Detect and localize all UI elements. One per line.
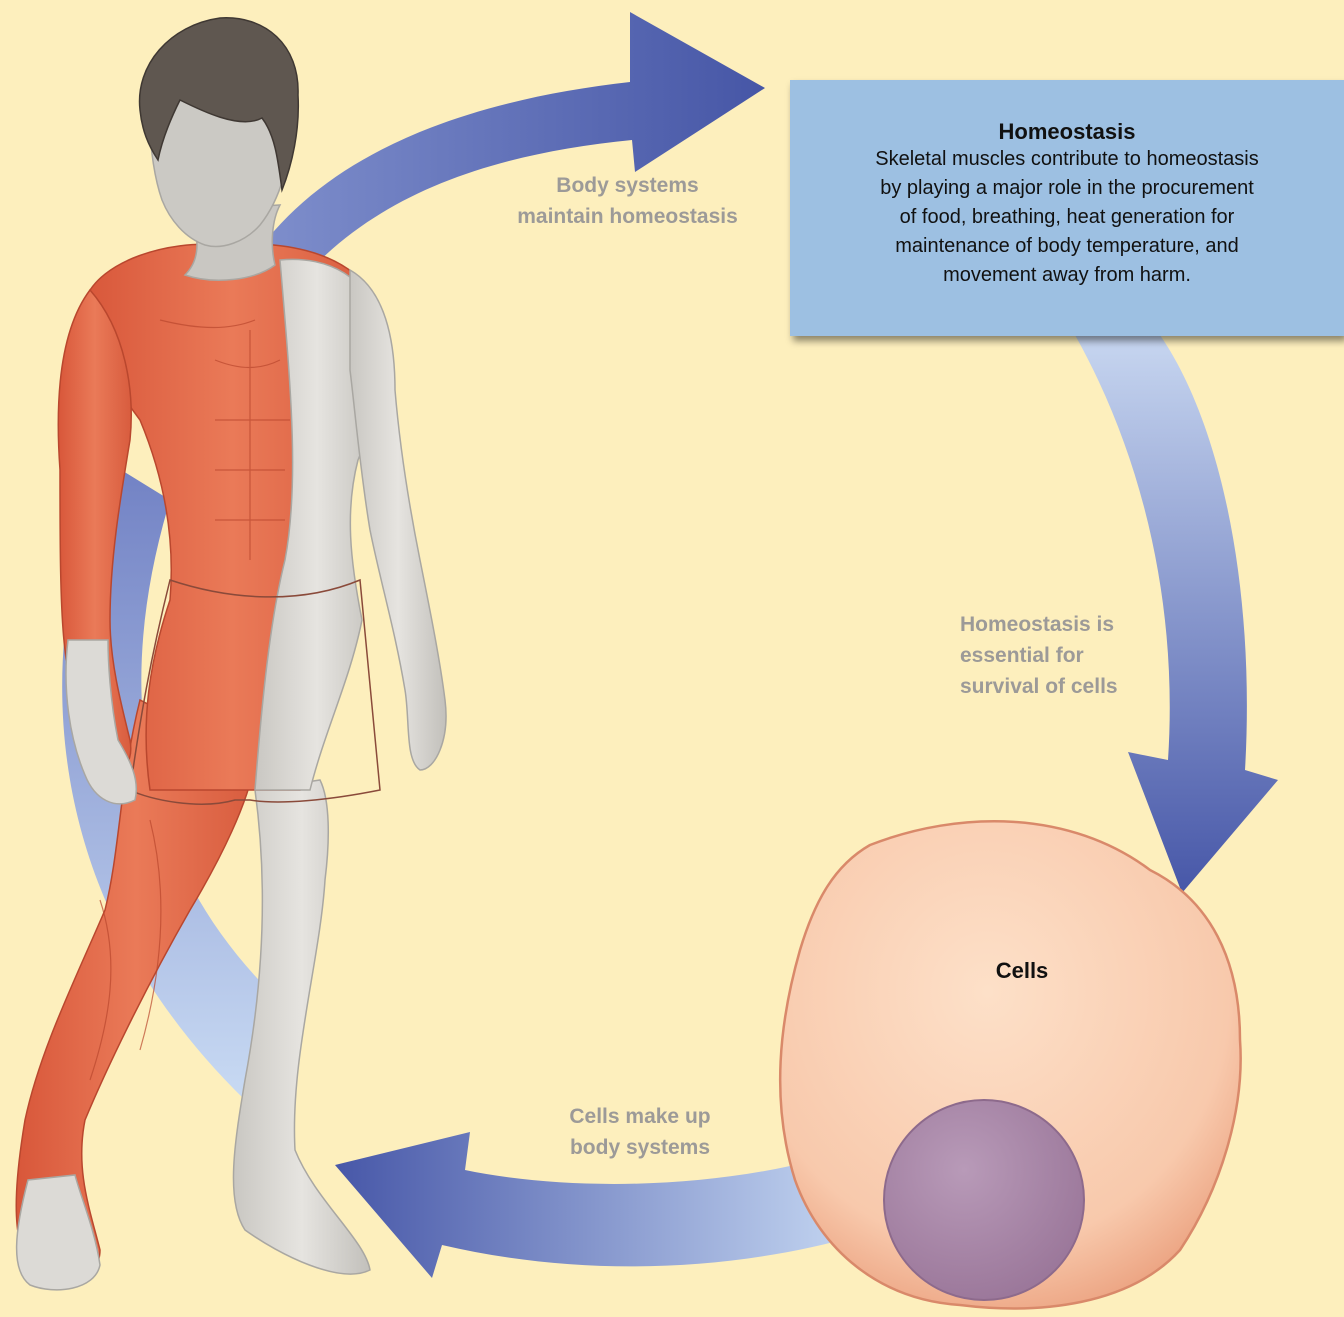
right-arm: [350, 270, 446, 770]
label-homeostasis-essential: Homeostasis is essential for survival of…: [960, 609, 1180, 702]
label-body-systems-maintain: Body systems maintain homeostasis: [500, 170, 755, 232]
homeostasis-title: Homeostasis: [790, 118, 1344, 145]
label-cells-make-up: Cells make up body systems: [540, 1101, 740, 1163]
cells-label: Cells: [962, 958, 1082, 984]
left-foot: [17, 1175, 100, 1290]
homeostasis-description: Skeletal muscles contribute to homeostas…: [790, 145, 1344, 290]
arrow-body-to-homeostasis: [255, 12, 765, 300]
right-leg: [233, 780, 370, 1274]
cell-nucleus: [884, 1100, 1084, 1300]
homeostasis-box: Homeostasis Skeletal muscles contribute …: [790, 80, 1344, 336]
cell: [780, 821, 1240, 1308]
